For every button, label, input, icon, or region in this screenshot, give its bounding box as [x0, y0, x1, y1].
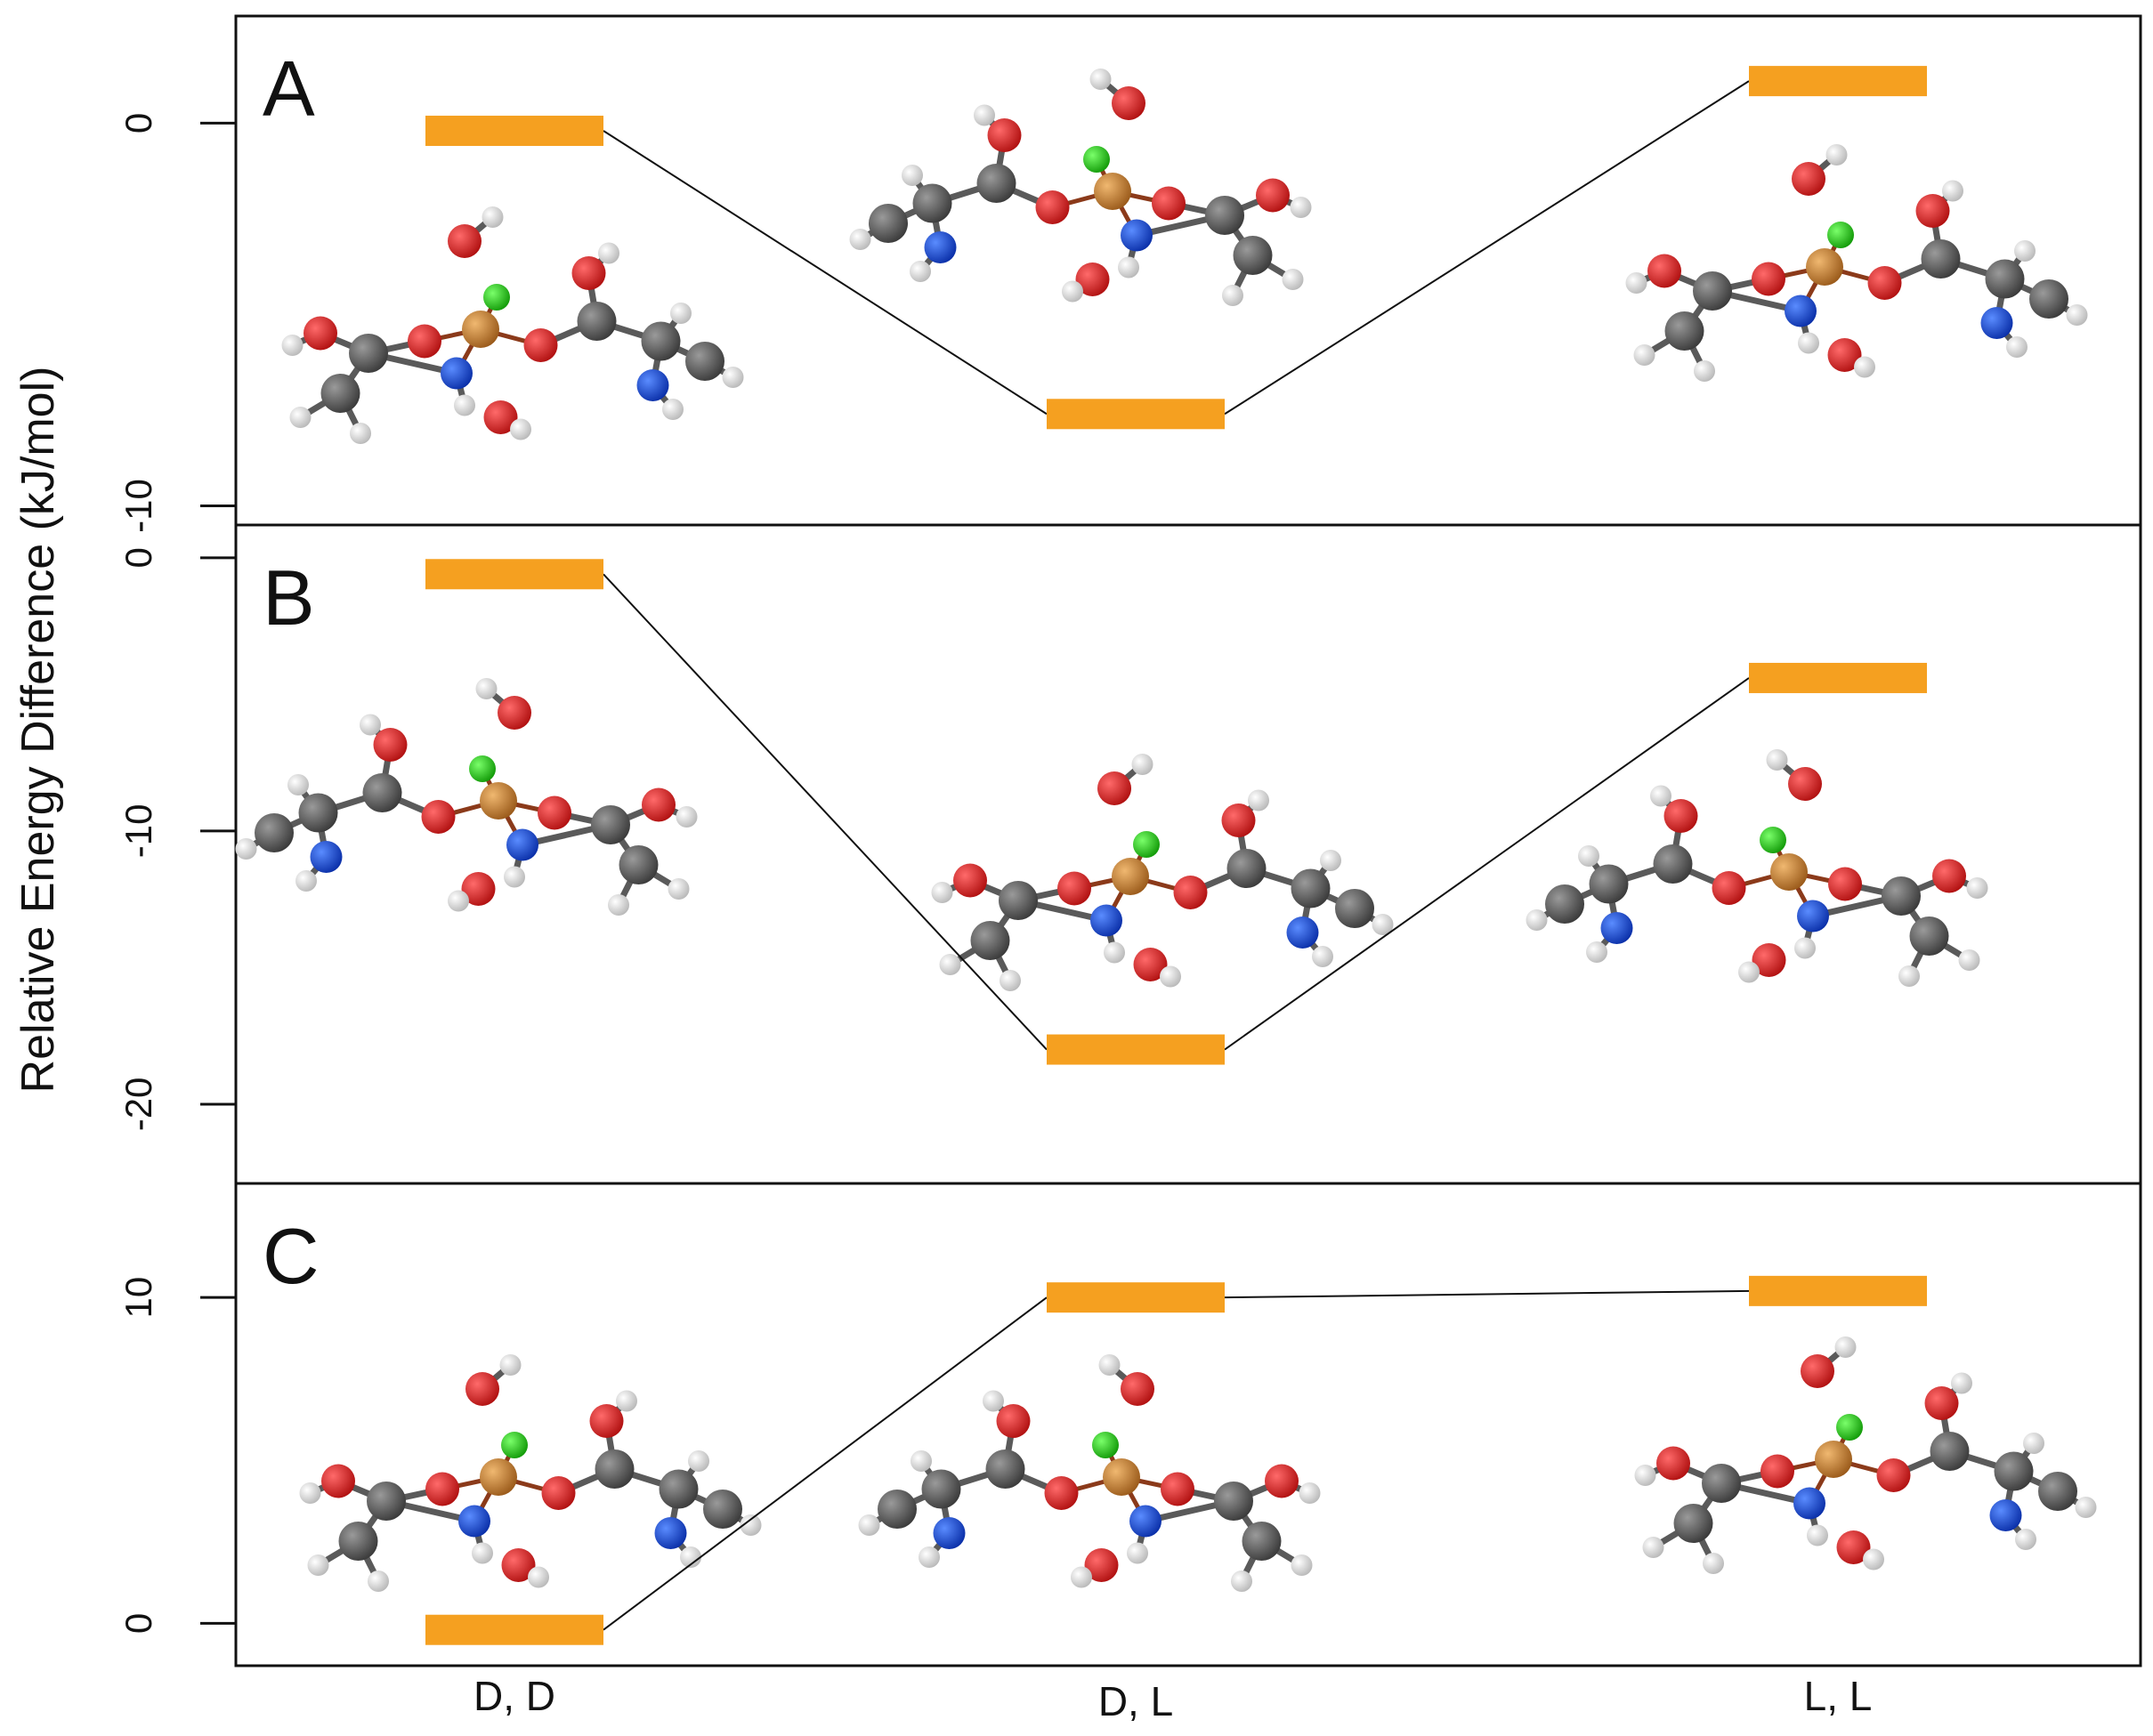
energy-level-bar-2: [1047, 399, 1225, 430]
molecule-structure: [235, 678, 698, 916]
energy-connector-line: [603, 573, 1048, 1051]
molecule-structure: [299, 1354, 762, 1592]
panel-letter: B: [263, 553, 315, 642]
molecule-structure: [1625, 144, 2088, 382]
energy-level-bar-3: [1749, 66, 1927, 97]
panel-c: C 10 0: [117, 1182, 2142, 1667]
molecule-structure: [281, 206, 744, 444]
y-tick-label: 0: [117, 547, 159, 568]
panel-letter: A: [263, 44, 315, 133]
panel-letter: C: [263, 1212, 320, 1300]
energy-level-bar-1: [425, 1614, 603, 1645]
molecule-structure: [858, 1354, 1321, 1592]
y-tick-label: 0: [117, 113, 159, 133]
x-category-label: L, L: [1804, 1673, 1873, 1719]
energy-connector-line: [1224, 677, 1750, 1051]
x-category-label: D, D: [473, 1673, 555, 1719]
panel-b: B 0 -10 -20: [117, 523, 2142, 1185]
y-tick-label: 10: [117, 1277, 159, 1319]
energy-level-bar-2: [1047, 1282, 1225, 1313]
molecule-structure: [931, 754, 1394, 991]
energy-connector-line: [603, 130, 1048, 416]
energy-level-bar-1: [425, 116, 603, 147]
panel-frame: [234, 1182, 2142, 1667]
x-category-label: D, L: [1098, 1678, 1173, 1724]
energy-level-bar-1: [425, 559, 603, 590]
panel-a: A 0 -10: [117, 14, 2142, 533]
molecule-structure: [1526, 749, 1988, 987]
y-tick-label: 0: [117, 1613, 159, 1634]
energy-level-bar-2: [1047, 1034, 1225, 1065]
x-category-labels: D, D D, L L, L: [473, 1673, 1872, 1724]
y-axis-label: Relative Energy Difference (kJ/mol): [12, 367, 64, 1094]
energy-connector-line: [603, 1296, 1048, 1631]
y-tick-label: -10: [117, 804, 159, 859]
molecule-structure: [849, 69, 1312, 306]
energy-connector-line: [1224, 80, 1750, 416]
energy-level-bar-3: [1749, 1275, 1927, 1306]
y-tick-label: -10: [117, 479, 159, 533]
molecule-structure: [1634, 1336, 2097, 1574]
energy-connector-line: [1224, 1289, 1750, 1299]
y-tick-label: -20: [117, 1078, 159, 1132]
energy-level-bar-3: [1749, 662, 1927, 693]
